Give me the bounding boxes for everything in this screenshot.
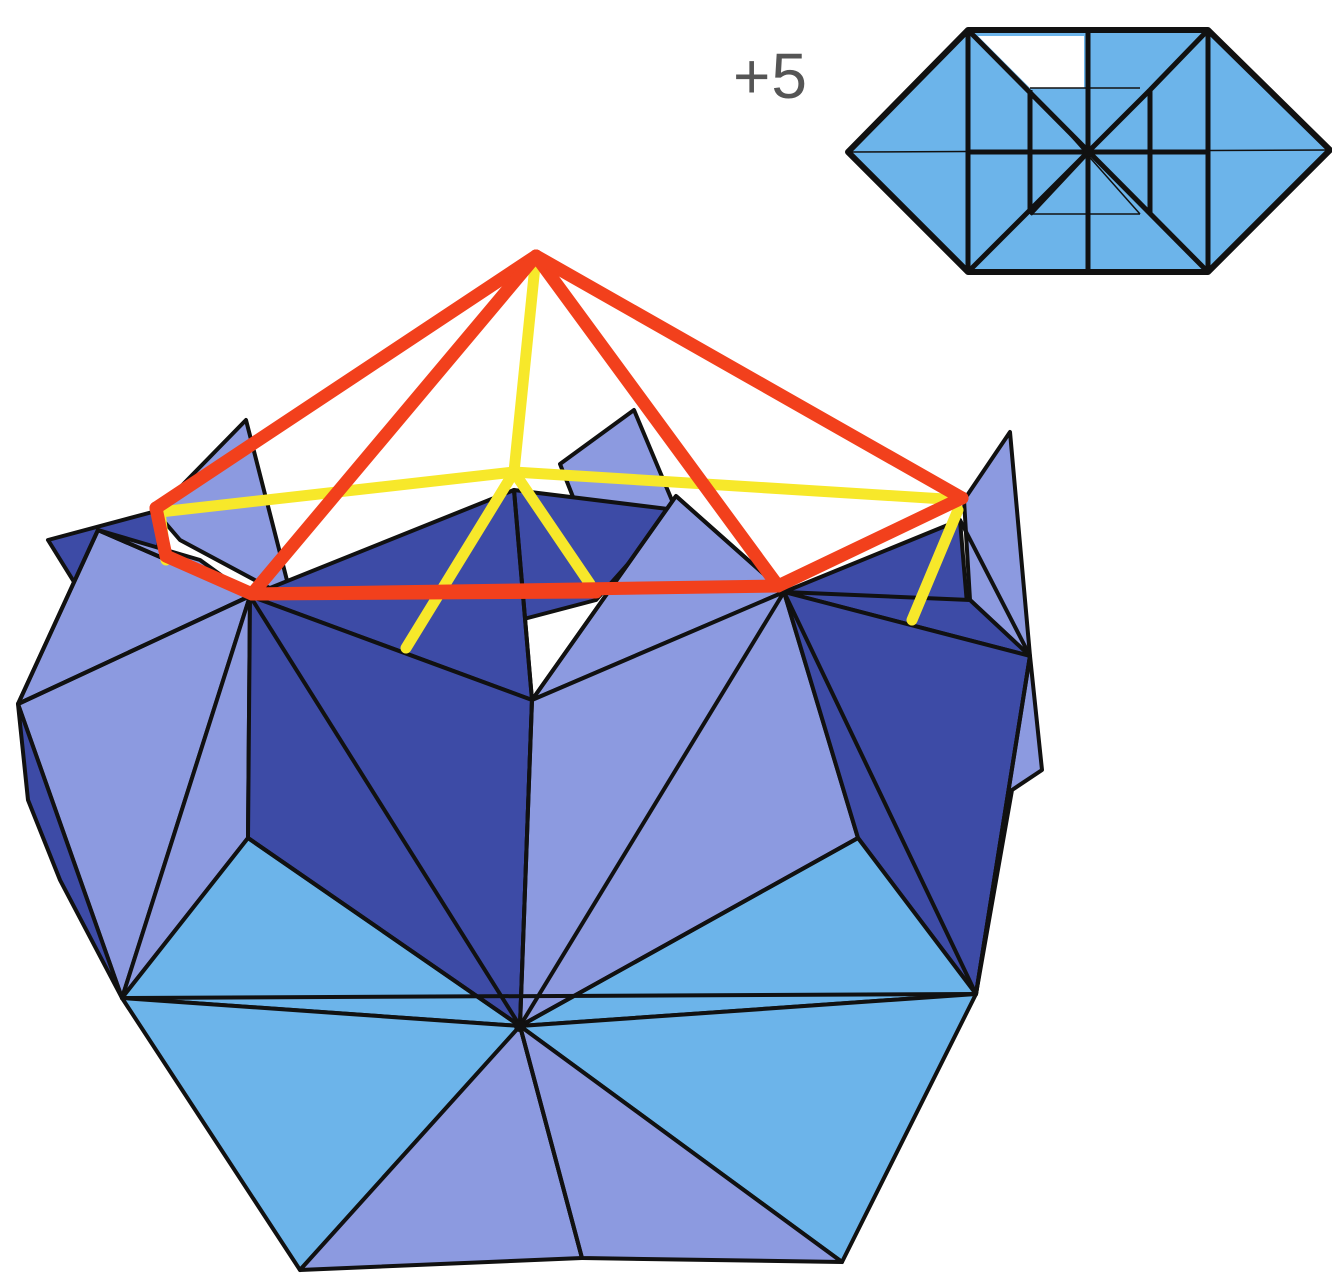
apex-vertex-bottom (514, 1020, 526, 1032)
folded-sheet-thumbnail (848, 30, 1330, 272)
sheet-center-dot (1083, 147, 1093, 157)
